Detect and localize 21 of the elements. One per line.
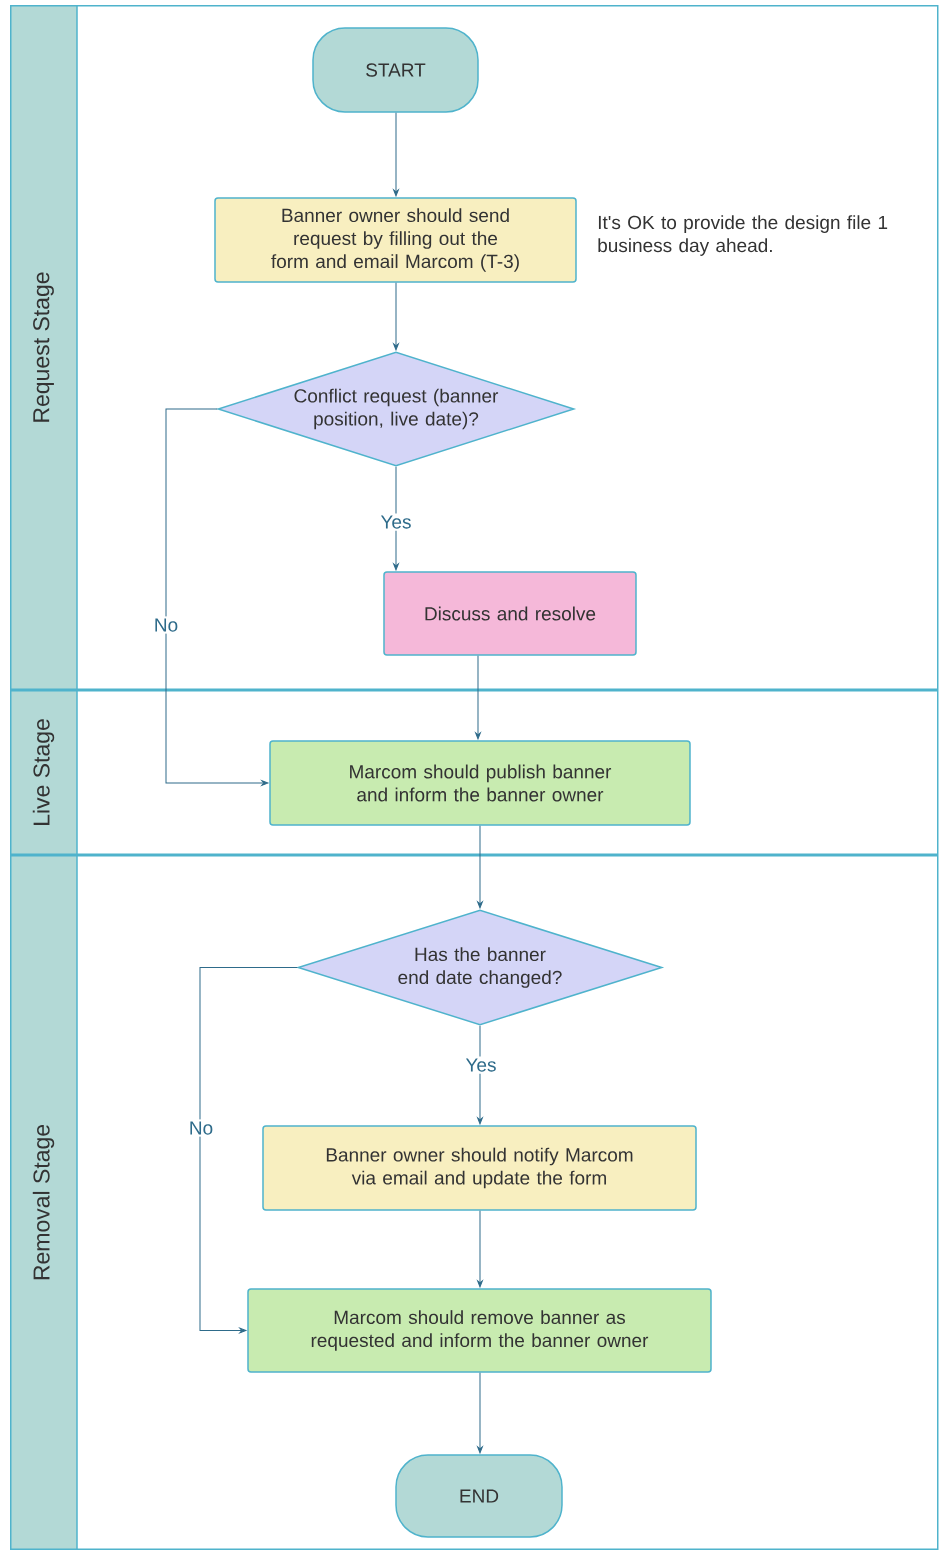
process-box: Marcom should remove banner as requested and inform the banner owner <box>247 1288 712 1373</box>
edge-label: No <box>151 616 181 634</box>
edge-label: Yes <box>463 1056 499 1074</box>
arrow <box>199 967 298 1334</box>
arrow <box>393 112 399 197</box>
terminal: END <box>395 1454 563 1538</box>
terminal: START <box>312 27 479 113</box>
arrow <box>475 655 481 740</box>
process-box: Discuss and resolve <box>383 571 637 656</box>
arrow <box>165 408 269 786</box>
arrow <box>477 1210 483 1288</box>
arrow <box>477 1372 483 1454</box>
arrow <box>393 282 399 351</box>
process-box: Banner owner should send request by filling out the form and email Marcom (T-3) <box>214 197 577 283</box>
edge-label: Yes <box>378 513 414 531</box>
edge-label: No <box>186 1119 216 1137</box>
process-box: Banner owner should notify Marcom via email and update the form <box>262 1125 697 1211</box>
note-text: It's OK to provide the design file 1 business day ahead. <box>598 215 888 256</box>
arrow <box>393 466 399 571</box>
process-box: Marcom should publish banner and inform the banner owner <box>269 740 691 826</box>
arrow <box>477 825 483 909</box>
